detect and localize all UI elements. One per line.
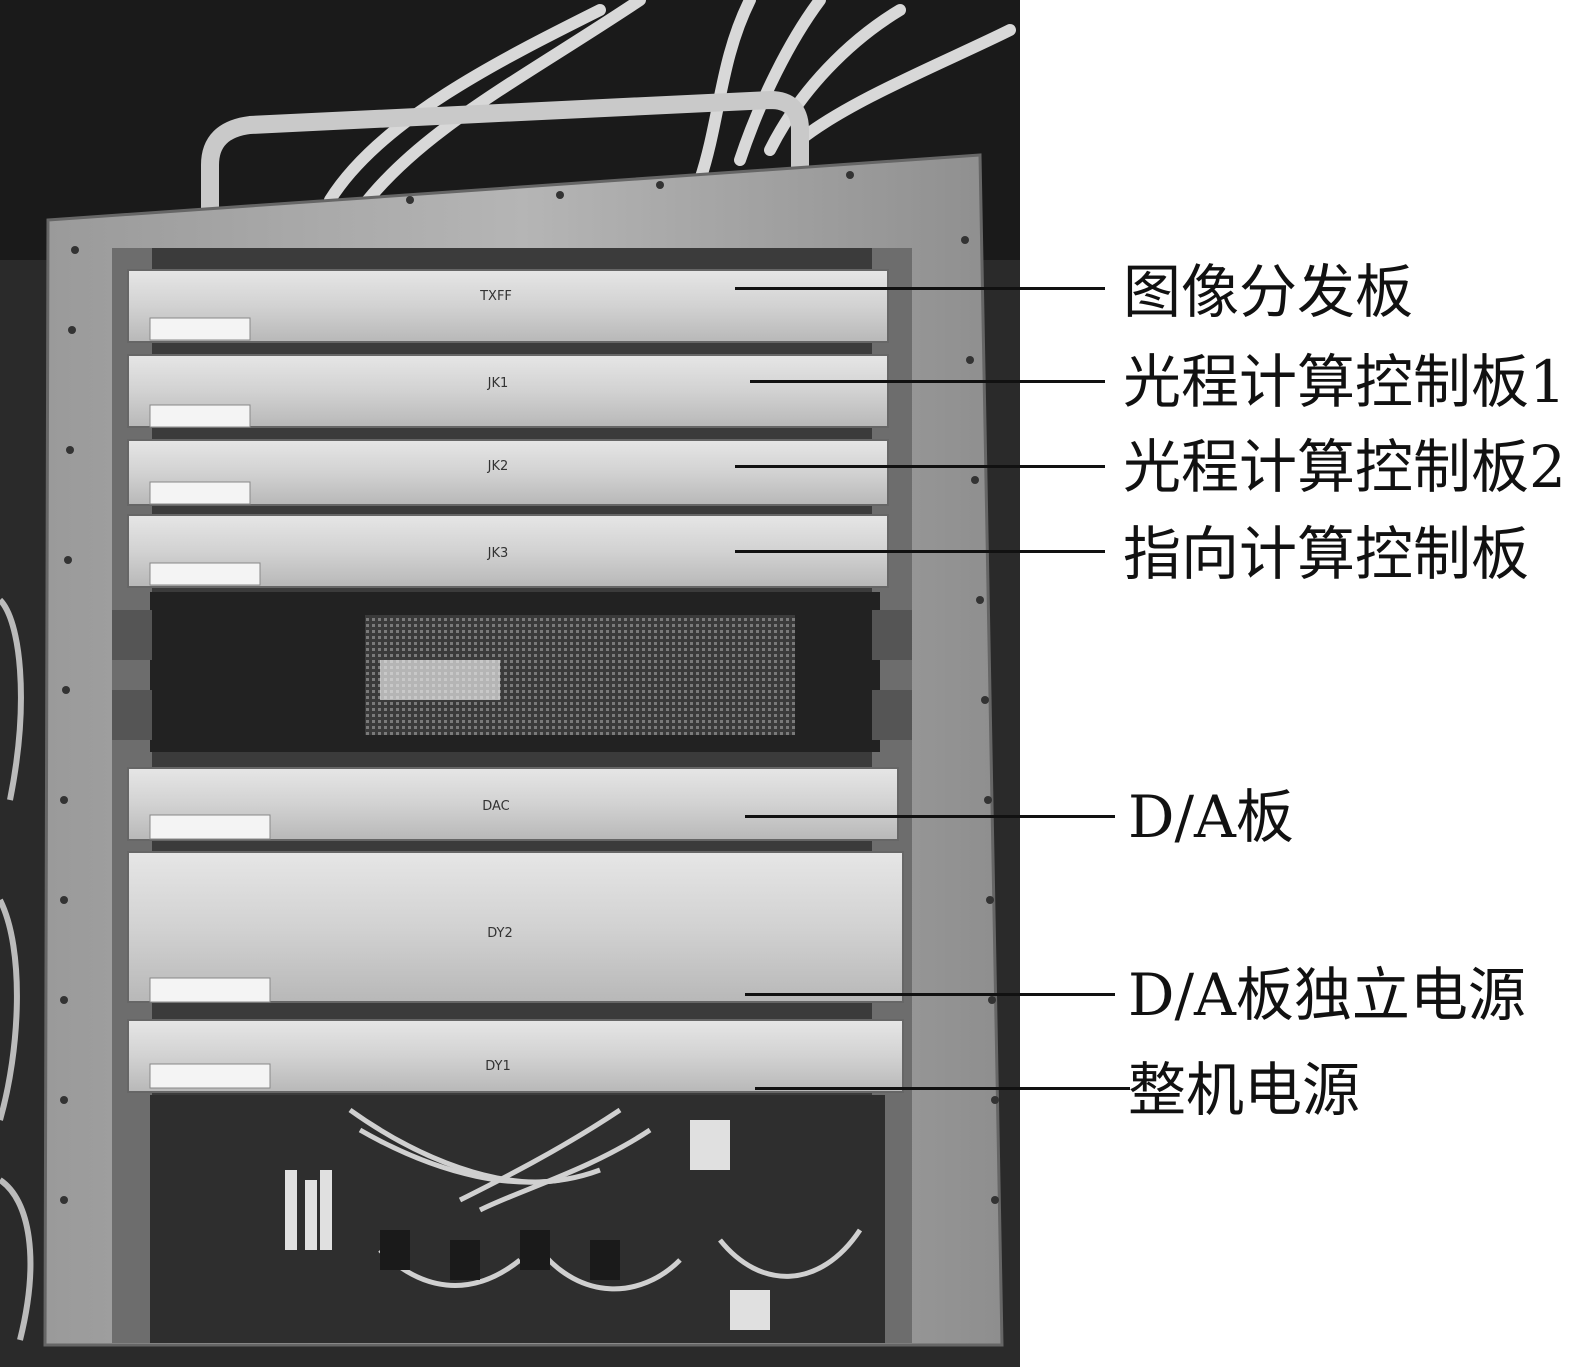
callout-line-dy1	[755, 1087, 1130, 1090]
handle	[201, 90, 809, 239]
board-jk2: JK2	[127, 439, 889, 506]
callout-line-dy2	[745, 993, 1115, 996]
callout-line-jk1	[750, 380, 1105, 383]
callout-label-jk3: 指向计算控制板	[1123, 520, 1530, 588]
board-txff: TXFF	[127, 269, 889, 343]
callout-label-jk2: 光程计算控制板2	[1123, 433, 1566, 501]
callout-label-jk1: 光程计算控制板1	[1123, 348, 1566, 416]
empty-slot-backplane	[112, 592, 912, 752]
board-jk1: JK1	[127, 354, 889, 428]
callout-line-jk2	[735, 465, 1105, 468]
callout-line-txff	[735, 287, 1105, 290]
cables-top	[324, 0, 1016, 216]
wiring-compartment	[150, 1095, 885, 1343]
callout-label-dy2: D/A板独立电源	[1128, 961, 1526, 1029]
board-dy2: DY2	[127, 851, 904, 1003]
callout-line-dac	[745, 815, 1115, 818]
board-label-dac: DAC	[482, 799, 510, 814]
board-label-dy2: DY2	[487, 926, 513, 941]
board-label-jk1: JK1	[487, 376, 509, 391]
board-label-txff: TXFF	[479, 289, 512, 304]
board-dy1: DY1	[127, 1019, 904, 1093]
equipment-chassis-photo: TXFF JK1 JK2 JK3 DAC DY2	[0, 0, 1020, 1367]
board-label-jk2: JK2	[487, 459, 509, 474]
callout-line-jk3	[735, 550, 1105, 553]
board-label-dy1: DY1	[485, 1059, 511, 1074]
board-dac: DAC	[127, 767, 899, 841]
board-label-jk3: JK3	[487, 546, 509, 561]
callout-label-dy1: 整机电源	[1128, 1056, 1361, 1124]
callout-label-txff: 图像分发板	[1123, 258, 1414, 326]
callout-label-dac: D/A板	[1128, 783, 1294, 851]
